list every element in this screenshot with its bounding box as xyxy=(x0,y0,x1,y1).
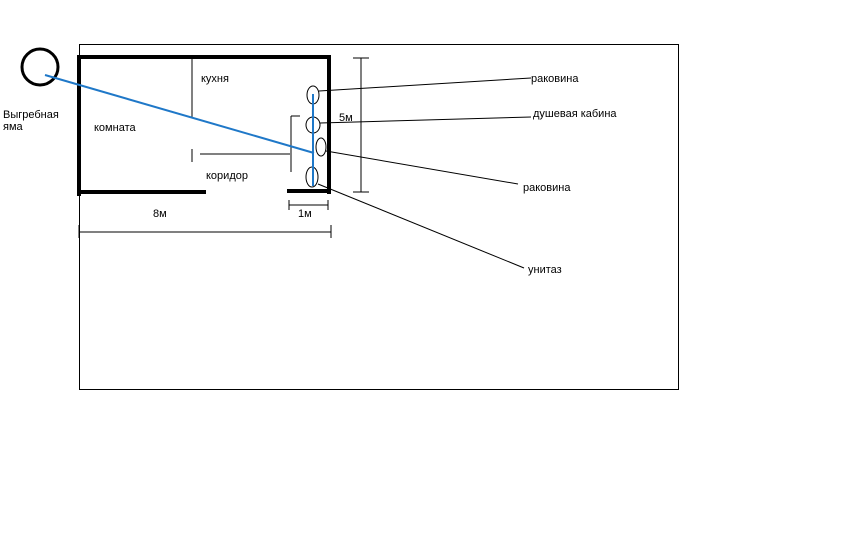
room-label: комната xyxy=(94,122,136,134)
cesspit-circle xyxy=(20,47,60,87)
dim-width-label: 8м xyxy=(153,208,167,220)
sink-bottom-label: раковина xyxy=(523,182,571,194)
dimension-lines xyxy=(78,57,369,238)
dim-height-label: 5м xyxy=(339,112,353,124)
cesspit-label-line1: Выгребная xyxy=(3,109,59,121)
sheet-frame xyxy=(79,44,679,390)
drain-pipes xyxy=(44,74,315,186)
leader-lines xyxy=(317,77,532,269)
dim-bath-label: 1м xyxy=(298,208,312,220)
kitchen-label: кухня xyxy=(201,73,229,85)
cesspit-label: Выгребная яма xyxy=(3,109,59,133)
cesspit-label-line2: яма xyxy=(3,121,23,133)
sink-top-label: раковина xyxy=(531,73,579,85)
house-walls xyxy=(77,55,331,196)
interior-walls xyxy=(191,59,300,172)
leader-toilet xyxy=(317,183,525,269)
shower-label: душевая кабина xyxy=(533,108,617,120)
sink-bottom-fixture xyxy=(315,137,327,157)
leader-sink-top xyxy=(318,77,532,92)
corridor-label: коридор xyxy=(206,170,248,182)
toilet-label: унитаз xyxy=(528,264,562,276)
leader-sink-bottom xyxy=(325,150,519,185)
pipe-main xyxy=(44,74,315,154)
fixtures xyxy=(305,85,327,188)
leader-shower xyxy=(319,116,532,124)
